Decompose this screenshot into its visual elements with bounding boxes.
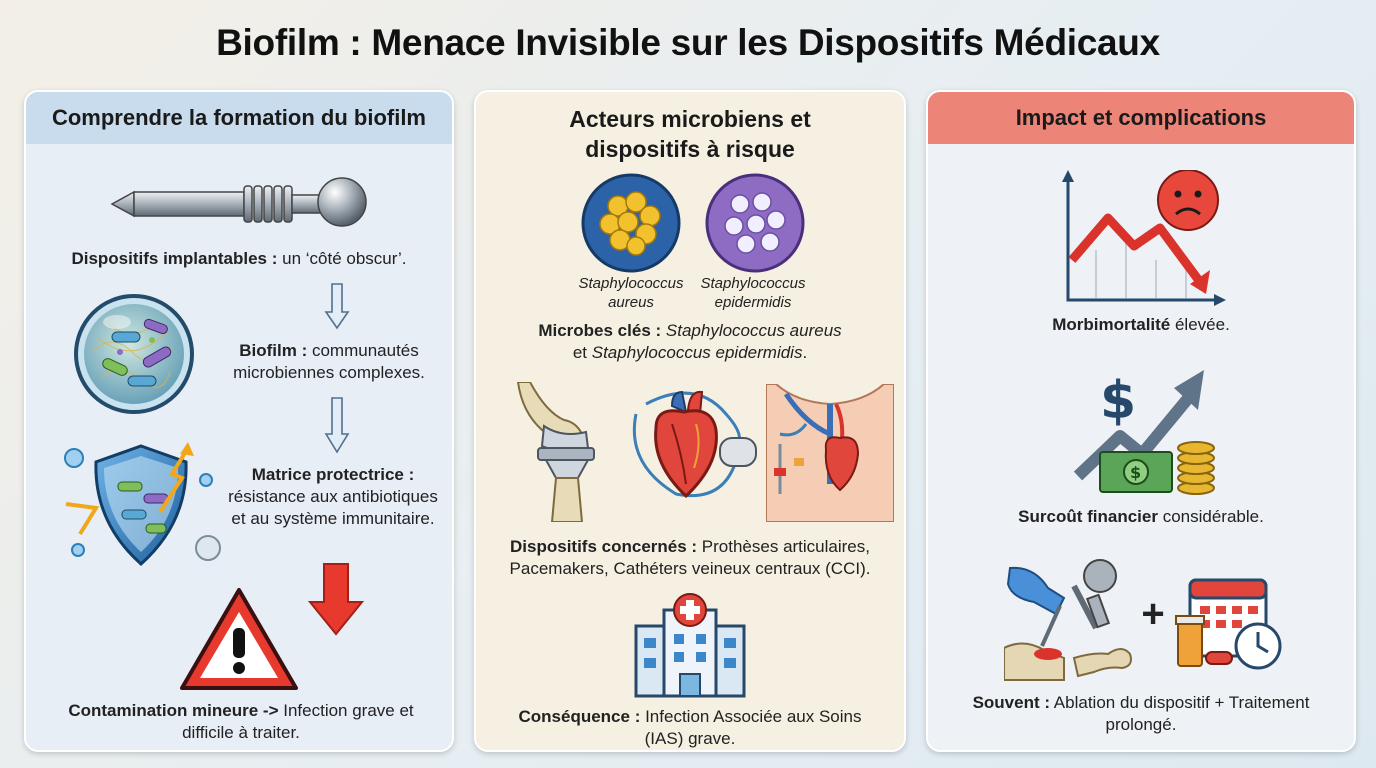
removal-desc: Ablation du dispositif + Traitement prol… xyxy=(1050,693,1310,734)
svg-text:$: $ xyxy=(1100,371,1136,431)
biofilm-label: Biofilm : xyxy=(239,341,308,360)
svg-text:$: $ xyxy=(1130,463,1141,482)
panel-header: Acteurs microbiens et dispositifs à risq… xyxy=(569,106,811,162)
staphylococcus-epidermidis-icon xyxy=(705,173,805,273)
protective-matrix-label: Matrice protectrice : xyxy=(251,465,415,484)
microbe2-label: Staphylococcus epidermidis xyxy=(700,275,806,311)
contamination-text: Contamination mineure -> Infection grave… xyxy=(46,700,436,744)
morbimortality-text: Morbimortalité élevée. xyxy=(948,314,1334,336)
heart-pacemaker-icon xyxy=(632,390,757,499)
biofilm-text: Biofilm : communautés microbiennes compl… xyxy=(214,340,444,384)
key-microbes-label: Microbes clés : xyxy=(538,321,662,340)
hospital-icon xyxy=(634,593,746,698)
implantable-devices-text: Dispositifs implantables : un ‘côté obsc… xyxy=(36,248,442,270)
panel-biofilm-formation: Comprendre la formation du biofilm Dispo… xyxy=(24,90,454,752)
protective-matrix-text: Matrice protectrice : résistance aux ant… xyxy=(222,464,444,530)
panel-microbial-actors: Acteurs microbiens et dispositifs à risq… xyxy=(474,90,906,752)
warning-triangle-icon xyxy=(180,588,298,690)
devices-concerned-desc: Prothèses articulaires, Pacemakers, Cath… xyxy=(509,537,871,578)
red-down-arrow-icon xyxy=(307,563,365,636)
down-arrow-icon xyxy=(324,283,350,330)
morbimortality-label: Morbimortalité xyxy=(1052,315,1171,334)
rising-cost-icon: $ $ xyxy=(1073,370,1215,495)
devices-concerned-label: Dispositifs concernés : xyxy=(510,537,698,556)
central-catheter-icon xyxy=(766,384,894,522)
page-title: Biofilm : Menace Invisible sur les Dispo… xyxy=(216,22,1160,63)
treatment-calendar-icon xyxy=(1175,578,1282,670)
protective-matrix-desc: résistance aux antibiotiques et au systè… xyxy=(228,487,438,528)
declining-chart-icon xyxy=(1062,170,1226,306)
plus-sign: + xyxy=(1141,592,1165,636)
microbe1-label: Staphylococcus aureus xyxy=(578,275,684,311)
morbimortality-desc: élevée. xyxy=(1170,315,1230,334)
devices-concerned-text: Dispositifs concernés : Prothèses articu… xyxy=(486,536,894,580)
removal-text: Souvent : Ablation du dispositif + Trait… xyxy=(968,692,1314,736)
implantable-devices-label: Dispositifs implantables : xyxy=(71,249,278,268)
implantable-devices-desc: un ‘côté obscur’. xyxy=(277,249,407,268)
biofilm-desc: communautés microbiennes complexes. xyxy=(233,341,425,382)
panel-header: Comprendre la formation du biofilm xyxy=(26,92,452,144)
surgery-removal-icon xyxy=(1004,559,1132,681)
knee-prosthesis-icon xyxy=(516,382,595,522)
consequence-label: Conséquence : xyxy=(518,707,641,726)
consequence-text: Conséquence : Infection Associée aux Soi… xyxy=(516,706,864,750)
consequence-desc: Infection Associée aux Soins (IAS) grave… xyxy=(640,707,862,748)
removal-label: Souvent : xyxy=(972,693,1051,712)
staphylococcus-aureus-icon xyxy=(581,173,681,273)
biofilm-petri-icon xyxy=(74,294,194,414)
key-microbes-text: Microbes clés : Staphylococcus aureus et… xyxy=(538,321,842,362)
implant-screw-icon xyxy=(110,177,367,227)
contamination-desc: Infection grave et difficile à traiter. xyxy=(182,701,414,742)
financial-cost-desc: considérable. xyxy=(1157,507,1264,526)
financial-cost-label: Surcoût financier xyxy=(1018,507,1158,526)
panel-impact: Impact et complications Morbimortalité é… xyxy=(926,90,1356,752)
panel-header: Impact et complications xyxy=(928,92,1354,144)
protective-shield-icon xyxy=(64,442,221,567)
down-arrow-icon xyxy=(324,397,350,454)
contamination-label: Contamination mineure -> xyxy=(68,701,279,720)
financial-cost-text: Surcoût financier considérable. xyxy=(948,506,1334,528)
